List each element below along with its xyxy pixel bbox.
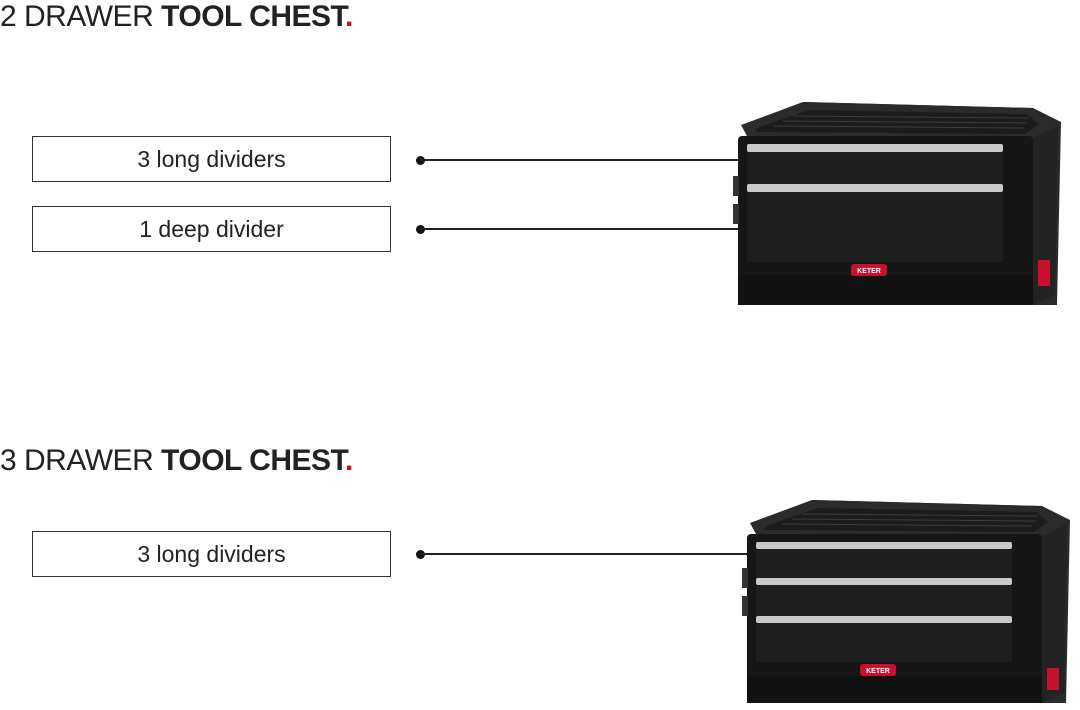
callout-deep-divider-label: 1 deep divider <box>32 206 391 252</box>
keter-logo: KETER <box>857 268 881 275</box>
two-drawer-tool-chest-image: KETER <box>733 102 1061 305</box>
callout-long-dividers-label: 3 long dividers <box>32 531 391 577</box>
three-drawer-heading: 3 DRAWER TOOL CHEST. <box>0 444 353 477</box>
callout-dot <box>416 225 425 234</box>
callout-leader-line <box>420 159 750 161</box>
three-drawer-tool-chest-image: KETER <box>742 500 1070 703</box>
callout-leader-line <box>420 553 758 555</box>
callout-dot <box>416 550 425 559</box>
keter-logo: KETER <box>866 668 890 675</box>
two-drawer-heading: 2 DRAWER TOOL CHEST. <box>0 0 353 33</box>
callout-dot <box>416 156 425 165</box>
three-drawer-section: 3 DRAWER TOOL CHEST. 3 long dividers KET… <box>0 440 1080 710</box>
callout-long-dividers-label: 3 long dividers <box>32 136 391 182</box>
callout-leader-line <box>420 228 755 230</box>
two-drawer-section: 2 DRAWER TOOL CHEST. 3 long dividers 1 d… <box>0 0 1080 330</box>
